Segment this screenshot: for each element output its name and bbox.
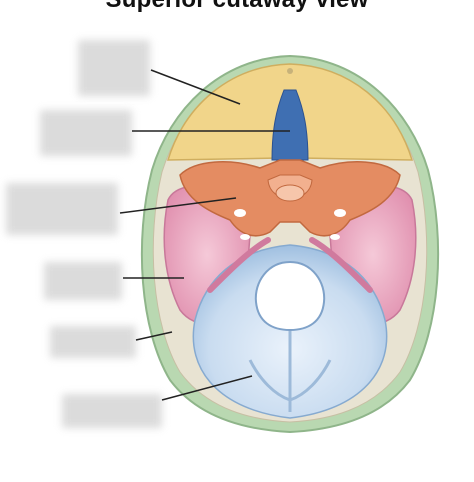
label-blank-4[interactable]	[44, 262, 122, 300]
label-blank-3[interactable]	[6, 183, 118, 235]
label-blank-5[interactable]	[50, 326, 136, 358]
label-blank-2[interactable]	[40, 110, 132, 156]
foramen-magnum	[254, 260, 326, 332]
leader-line-5	[135, 331, 173, 341]
petrous-ridge-left	[207, 237, 271, 293]
label-blank-6[interactable]	[62, 394, 162, 428]
diagram-title: Superior cutaway view	[0, 0, 474, 14]
sella-fossa	[275, 184, 305, 202]
leader-lines	[119, 69, 290, 401]
leader-line-6	[161, 375, 253, 401]
petrous-ridge-right	[309, 237, 373, 293]
foramen-right	[334, 209, 346, 217]
label-blank-1[interactable]	[78, 40, 150, 96]
crista-galli	[271, 89, 309, 161]
foramen-right-2	[330, 234, 340, 240]
foramen-left-2	[240, 234, 250, 240]
foramen-caecum	[287, 68, 293, 74]
occipital-ridge	[248, 330, 332, 412]
foramen-left	[234, 209, 246, 217]
leader-line-3	[119, 197, 237, 214]
leader-line-1	[150, 69, 241, 105]
